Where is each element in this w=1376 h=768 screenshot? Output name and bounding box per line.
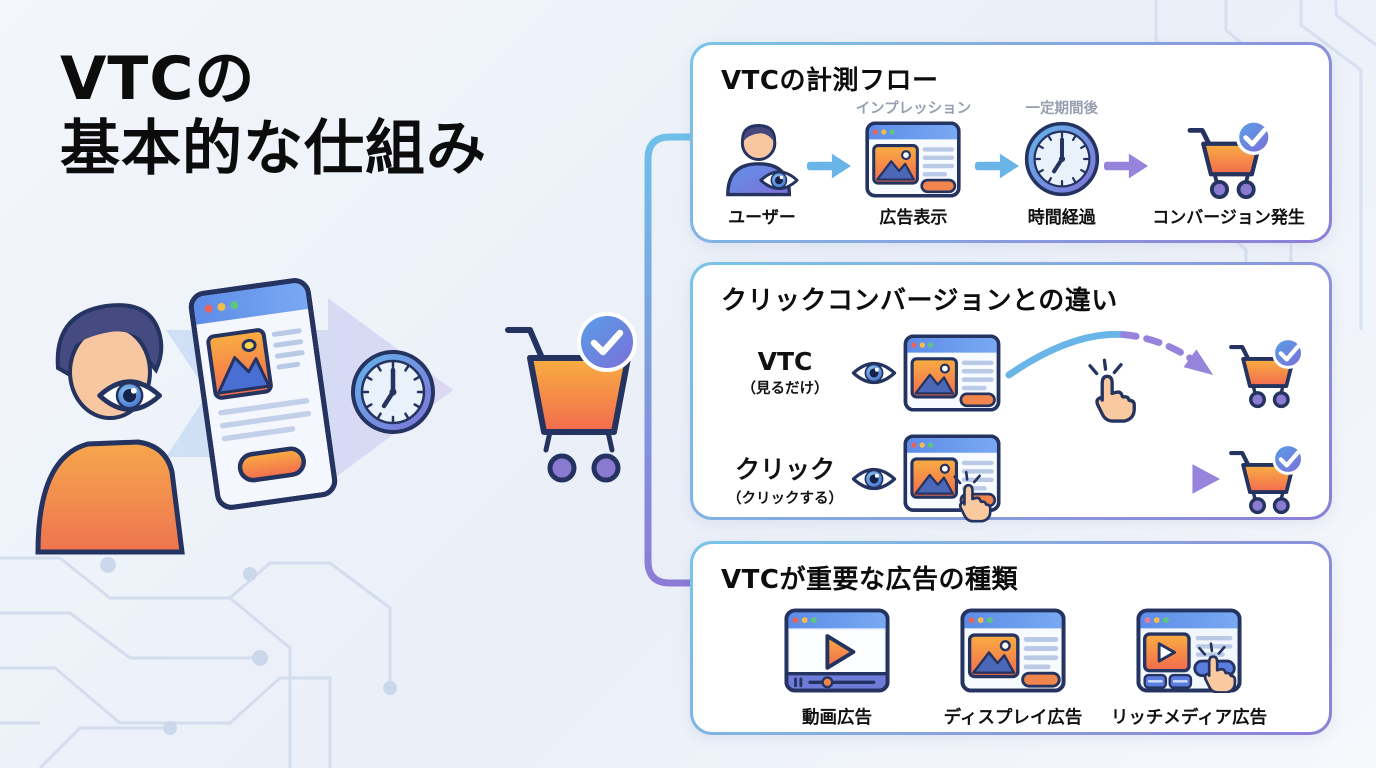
cart-check-icon	[1227, 441, 1305, 516]
flow-arrow-right-icon	[807, 153, 852, 179]
cart-check-icon	[1185, 119, 1273, 199]
flow-step-ad: インプレッション 広告表示	[856, 97, 972, 228]
flow-step-user: ユーザー	[721, 97, 803, 228]
dashed-curved-arrow	[1005, 330, 1214, 423]
eye-icon	[851, 361, 897, 384]
user-eye-icon	[721, 121, 803, 198]
flow-step-label: 広告表示	[879, 208, 948, 228]
flow-step-label: 時間経過	[1027, 208, 1096, 228]
click-hand-icon	[1088, 358, 1136, 423]
hero-eye-icon	[100, 382, 160, 410]
ad-type-label: ディスプレイ広告	[943, 708, 1083, 728]
flow-step-label: コンバージョン発生	[1152, 208, 1305, 228]
flow-step-label: ユーザー	[728, 208, 796, 228]
ad-browser-clicked-icon	[903, 434, 1001, 523]
comparison-row-click: クリック （クリックする）	[721, 428, 1305, 529]
rich-media-ad-icon	[1136, 608, 1242, 693]
comparison-row-vtc: VTC （見るだけ）	[721, 322, 1305, 423]
page-title-line1: VTCの	[60, 44, 256, 114]
ad-type-display: ディスプレイ広告	[925, 608, 1101, 729]
hero-person	[35, 303, 185, 555]
vtc-row-label: VTC （見るだけ）	[721, 347, 849, 398]
cart-check-icon	[1227, 335, 1305, 410]
clock-icon	[1024, 121, 1100, 197]
ad-type-label: 動画広告	[802, 708, 872, 728]
row-subtitle: （見るだけ）	[741, 381, 829, 397]
panel-comparison-title: クリックコンバージョンとの違い	[721, 286, 1118, 316]
ad-type-rich-media: リッチメディア広告	[1101, 608, 1277, 729]
video-ad-icon	[784, 608, 890, 693]
flow-arrow-right-icon	[1103, 153, 1148, 179]
ad-browser-icon	[865, 121, 961, 197]
eye-icon	[851, 467, 897, 490]
hero-illustration	[35, 278, 637, 555]
ad-type-label: リッチメディア広告	[1110, 708, 1268, 728]
ad-browser-icon	[903, 333, 1001, 412]
ad-types-row: 動画広告 ディスプレイ広告 リッチメディア広告	[721, 608, 1305, 729]
hero-ad-browser	[188, 278, 338, 510]
flow-annotation: インプレッション	[855, 101, 972, 117]
flow-annotation: 一定期間後	[1025, 101, 1098, 117]
page-title-line2: 基本的な仕組み	[60, 114, 487, 185]
flow-step-conversion: コンバージョン発生	[1152, 97, 1305, 228]
flow-step-time: 一定期間後 時間経過	[1024, 97, 1100, 228]
page-title: VTCの 基本的な仕組み	[60, 44, 487, 184]
panel-flow-title: VTCの計測フロー	[721, 66, 939, 96]
panel-ad-types-title: VTCが重要な広告の種類	[721, 565, 1018, 595]
row-name: VTC	[757, 347, 813, 376]
panel-ad-types: VTCが重要な広告の種類 動画広告 ディスプレイ広告 リッチメディア広告	[690, 541, 1332, 735]
click-row-label: クリック （クリックする）	[721, 450, 849, 508]
flow-steps-row: ユーザー インプレッション 広告表示 一定期間後 時間経過	[721, 97, 1305, 228]
display-ad-icon	[960, 608, 1066, 693]
circuit-pattern-bottom-left	[0, 556, 397, 768]
row-subtitle: （クリックする）	[727, 490, 843, 507]
solid-straight-arrow	[1004, 463, 1221, 494]
flow-arrow-right-icon	[975, 153, 1020, 179]
panel-click-comparison: クリックコンバージョンとの違い VTC （見るだけ） クリック （クリックする）	[690, 262, 1332, 523]
panel-measurement-flow: VTCの計測フロー ユーザー インプレッション 広告表示 一定期間後 時間経	[690, 42, 1332, 243]
hero-clock-icon	[353, 352, 433, 432]
branch-connector	[604, 133, 696, 587]
ad-type-video: 動画広告	[749, 608, 925, 729]
row-name: クリック	[734, 454, 835, 484]
hero-cart-check-icon	[505, 312, 637, 483]
